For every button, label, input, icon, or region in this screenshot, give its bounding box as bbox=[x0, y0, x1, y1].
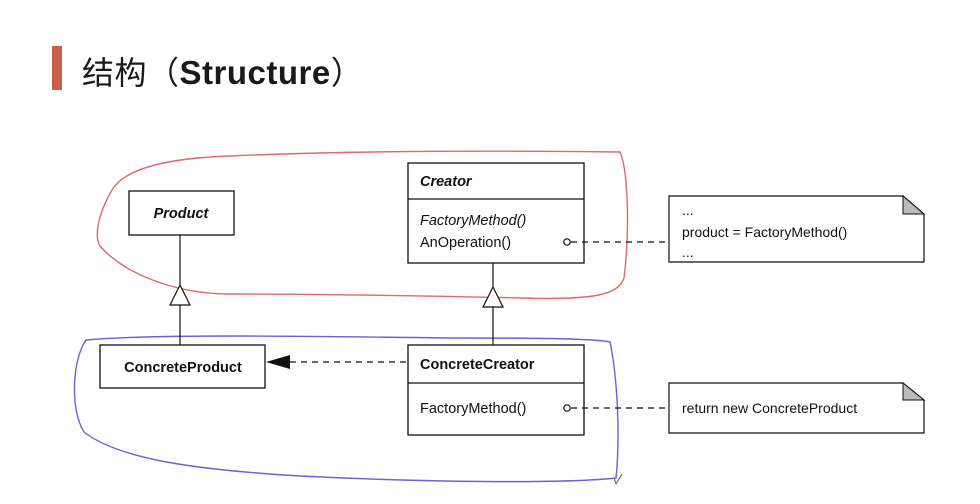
creator-note: ... product = FactoryMethod() ... bbox=[571, 194, 926, 263]
concrete-creator-class: ConcreteCreator FactoryMethod() bbox=[407, 344, 585, 436]
creator-class-name: Creator bbox=[420, 174, 473, 190]
title-accent-bar bbox=[52, 46, 62, 90]
creator-note-line-2: product = FactoryMethod() bbox=[682, 224, 847, 240]
product-inheritance-arrow bbox=[169, 235, 191, 345]
creator-note-line-1: ... bbox=[682, 202, 694, 218]
title-close-paren: ） bbox=[330, 54, 364, 92]
concrete-creator-class-name: ConcreteCreator bbox=[420, 357, 535, 373]
concrete-note-line-1: return new ConcreteProduct bbox=[682, 400, 857, 416]
product-class: Product bbox=[128, 190, 235, 236]
page-title: 结构（Structure） bbox=[82, 48, 363, 94]
product-class-name: Product bbox=[154, 206, 210, 222]
pen-cursor-icon bbox=[613, 473, 623, 485]
creator-inheritance-arrow bbox=[482, 263, 504, 345]
concrete-creator-note: return new ConcreteProduct bbox=[571, 381, 926, 434]
creates-dependency-arrow bbox=[266, 355, 408, 369]
title-english: Structure bbox=[179, 54, 331, 91]
concrete-creator-method-factory: FactoryMethod() bbox=[420, 401, 526, 417]
concrete-product-class: ConcreteProduct bbox=[99, 344, 266, 389]
creator-note-line-3: ... bbox=[682, 244, 694, 260]
concrete-note-anchor bbox=[563, 404, 571, 412]
creator-note-anchor bbox=[563, 238, 571, 246]
bottom-group-outline bbox=[73, 335, 619, 483]
creator-method-anoperation: AnOperation() bbox=[420, 235, 511, 251]
creator-method-factory: FactoryMethod() bbox=[420, 213, 526, 229]
title-chinese: 结构（ bbox=[82, 54, 180, 92]
top-group-outline bbox=[96, 150, 629, 300]
creator-class: Creator FactoryMethod() AnOperation() bbox=[407, 162, 585, 264]
concrete-product-class-name: ConcreteProduct bbox=[124, 360, 242, 376]
